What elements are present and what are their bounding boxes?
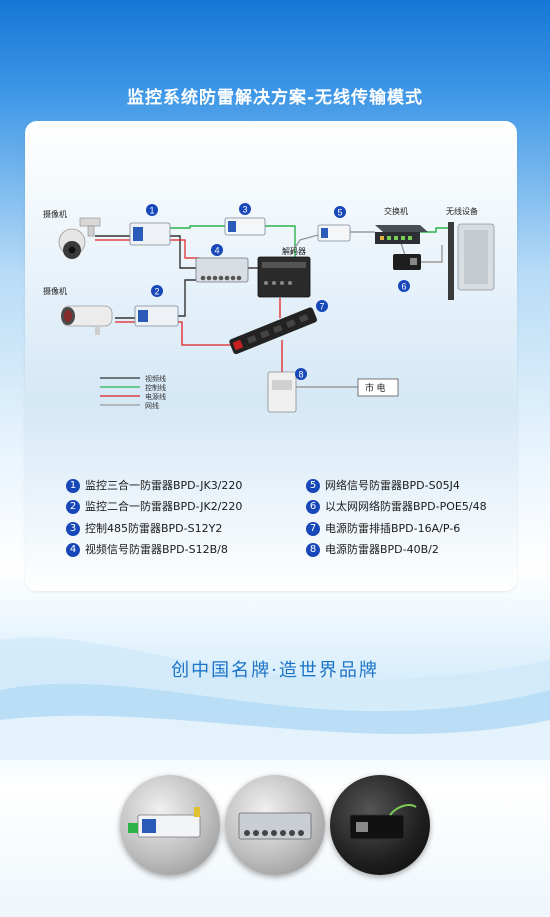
mains-label: 市 电 xyxy=(365,382,386,393)
badge-1: 1 xyxy=(146,204,158,216)
protector-1 xyxy=(129,222,171,246)
decoder-label: 解码器 xyxy=(282,246,306,256)
svg-text:5: 5 xyxy=(337,208,342,218)
product-photo-2 xyxy=(225,775,325,875)
svg-text:8: 8 xyxy=(298,370,303,380)
protector-7 xyxy=(229,307,317,355)
legend-power-line: 电源线 xyxy=(145,392,166,401)
badge-4: 4 xyxy=(211,244,223,256)
wireless-antenna xyxy=(448,222,495,300)
legend-network-line: 网线 xyxy=(145,401,159,410)
svg-text:2: 2 xyxy=(154,287,159,297)
camera2-label: 摄像机 xyxy=(43,286,67,296)
protector-8 xyxy=(267,371,297,413)
decoder-device xyxy=(257,256,311,298)
bullet-camera xyxy=(61,305,113,335)
product-photo-1 xyxy=(120,775,220,875)
legend-control-line: 控制线 xyxy=(145,383,166,392)
svg-text:4: 4 xyxy=(214,246,219,256)
legend-video-line: 视频线 xyxy=(145,374,166,383)
svg-text:7: 7 xyxy=(319,302,324,312)
network-switch xyxy=(375,225,428,244)
badge-3: 3 xyxy=(239,203,251,215)
system-diagram: 1 2 3 4 5 6 7 8 摄像机 摄像机 交换机 无线设备 解码器 市 电… xyxy=(43,203,495,413)
protector-4 xyxy=(195,257,249,283)
decorative-wave xyxy=(0,637,550,760)
svg-text:1: 1 xyxy=(149,206,154,216)
switch-label: 交换机 xyxy=(384,206,408,216)
video-protector-icon xyxy=(238,812,312,840)
slogan: 创中国名牌·造世界品牌 xyxy=(171,660,379,681)
dome-camera xyxy=(58,217,101,259)
protector-2 xyxy=(134,305,179,327)
svg-text:6: 6 xyxy=(401,282,406,292)
product-photo-3 xyxy=(330,775,430,875)
surge-protector-icon xyxy=(128,807,201,838)
badge-2: 2 xyxy=(151,285,163,297)
camera1-label: 摄像机 xyxy=(43,209,67,219)
protector-5 xyxy=(317,224,351,242)
svg-text:3: 3 xyxy=(242,205,247,215)
protector-3 xyxy=(224,217,266,236)
wireless-label: 无线设备 xyxy=(446,206,478,216)
mains-box xyxy=(357,378,399,397)
badge-5: 5 xyxy=(334,206,346,218)
badge-7: 7 xyxy=(316,300,328,312)
badge-8: 8 xyxy=(295,368,307,380)
line-legend: 视频线 控制线 电源线 网线 xyxy=(100,374,166,410)
page-title: 监控系统防雷解决方案-无线传输模式 xyxy=(126,88,424,108)
diagram-panel xyxy=(25,121,517,591)
badge-6: 6 xyxy=(398,280,410,292)
protector-6 xyxy=(393,254,421,270)
poe-protector-icon xyxy=(349,804,417,840)
